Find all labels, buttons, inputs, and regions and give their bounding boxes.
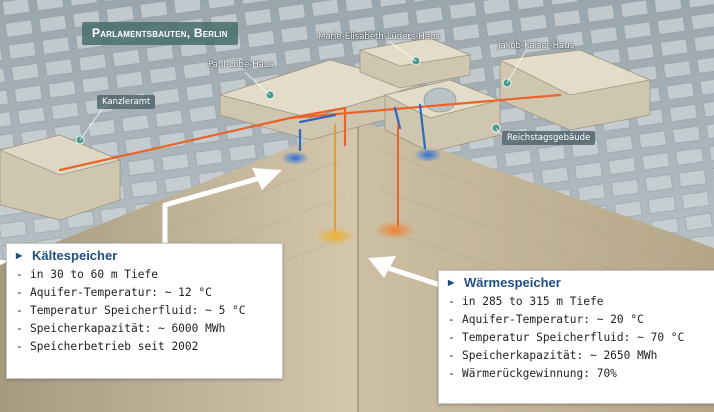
- list-item: -Speicherkapazität: ~ 6000 MWh: [16, 322, 226, 335]
- list-item: -Wärmerückgewinnung: 70%: [448, 367, 617, 380]
- list-item: -Speicherbetrieb seit 2002: [16, 340, 199, 353]
- cold-storage-panel: ▶ Kältespeicher -in 30 to 60 m Tiefe -Aq…: [6, 243, 283, 379]
- label-paul-loebe-haus: Paul-Löbe-Haus: [208, 60, 274, 70]
- cold-storage-list: -in 30 to 60 m Tiefe -Aquifer-Temperatur…: [16, 266, 274, 356]
- heat-storage-heading: ▶ Wärmespeicher: [448, 275, 708, 290]
- list-item: -in 285 to 315 m Tiefe: [448, 295, 604, 308]
- list-item: -Aquifer-Temperatur: ~ 12 °C: [16, 286, 212, 299]
- label-jakob-kaiser-haus: Jakob-Kaiser-Haus: [498, 41, 575, 51]
- heat-storage-panel: ▶ Wärmespeicher -in 285 to 315 m Tiefe -…: [438, 270, 714, 404]
- label-reichstagsgebaeude: Reichstagsgebäude: [502, 131, 596, 145]
- label-marie-elisabeth-lueders-haus: Marie-Elisabeth-Lüders-Haus: [318, 32, 440, 42]
- list-item: -in 30 to 60 m Tiefe: [16, 268, 158, 281]
- map-title: Parlamentsbauten, Berlin: [82, 22, 238, 45]
- heat-storage-heading-text: Wärmespeicher: [464, 275, 561, 290]
- list-item: -Speicherkapazität: ~ 2650 MWh: [448, 349, 658, 362]
- cold-storage-heading-text: Kältespeicher: [32, 248, 118, 263]
- list-item: -Aquifer-Temperatur: ~ 20 °C: [448, 313, 644, 326]
- triangle-bullet-icon: ▶: [16, 251, 23, 260]
- triangle-bullet-icon: ▶: [448, 278, 455, 287]
- cold-storage-heading: ▶ Kältespeicher: [16, 248, 274, 263]
- list-item: -Temperatur Speicherfluid: ~ 70 °C: [448, 331, 685, 344]
- heat-storage-list: -in 285 to 315 m Tiefe -Aquifer-Temperat…: [448, 293, 708, 383]
- list-item: -Temperatur Speicherfluid: ~ 5 °C: [16, 304, 246, 317]
- label-kanzleramt: Kanzleramt: [97, 95, 156, 109]
